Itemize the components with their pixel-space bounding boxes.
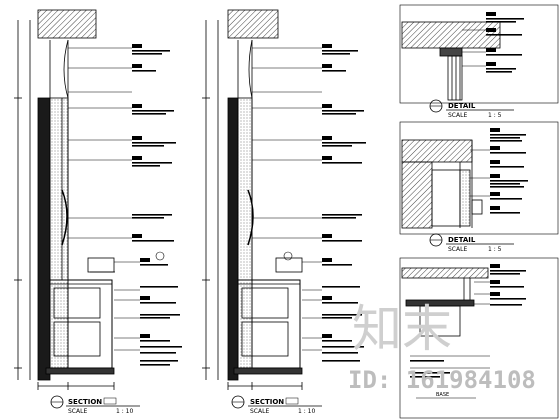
section-a-scale-ratio: 1 : 10 — [116, 408, 133, 415]
drawer-b-2 — [241, 321, 289, 357]
section-a-title-text: SECTION — [68, 398, 102, 406]
detail-2-scale-label: SCALE — [448, 246, 467, 253]
section-b-title: SECTION SCALE 1 : 10 — [231, 395, 322, 415]
detail-1-title: DETAIL SCALE 1 : 5 — [429, 99, 514, 119]
detail-1 — [399, 4, 559, 104]
plinth-a — [45, 367, 115, 375]
sink-b — [275, 257, 303, 273]
ceiling-slab-a — [37, 9, 97, 39]
watermark: 知末 ID: 161984108 — [348, 300, 536, 394]
drawer-a-1 — [53, 287, 101, 319]
detail-3-notes — [410, 264, 526, 378]
drawer-b-1 — [241, 287, 289, 319]
detail-2-title: DETAIL SCALE 1 : 5 — [429, 233, 514, 253]
section-b-scale-ratio: 1 : 10 — [298, 408, 315, 415]
section-a-notes — [132, 44, 182, 366]
detail-2-scale-ratio: 1 : 5 — [488, 246, 502, 253]
plinth-b — [233, 367, 303, 375]
sink-a — [87, 257, 115, 273]
detail-1-title-text: DETAIL — [448, 102, 476, 110]
ceiling-slab-b — [227, 9, 279, 39]
drawer-a-2 — [53, 321, 101, 357]
detail-2-notes — [490, 128, 528, 214]
section-b-title-text: SECTION — [250, 398, 284, 406]
callout-marker-a — [155, 251, 165, 261]
section-a-scale-label: SCALE — [68, 408, 87, 415]
detail-3-title: BASE — [416, 392, 476, 399]
section-a-title: SECTION SCALE 1 : 10 — [50, 395, 140, 415]
section-a-leaders — [68, 47, 140, 351]
watermark-id-text: ID: 161984108 — [348, 366, 536, 394]
wall-finish-b — [237, 97, 253, 369]
wall-a — [37, 97, 51, 381]
detail-2-title-text: DETAIL — [448, 236, 476, 244]
watermark-logo-text: 知末 — [352, 300, 452, 358]
detail-2-frame — [399, 121, 559, 235]
detail-2 — [399, 121, 559, 235]
detail-1-scale-label: SCALE — [448, 112, 467, 119]
section-b-notes — [322, 44, 366, 362]
wall-b — [227, 97, 239, 381]
detail-1-scale-ratio: 1 : 5 — [488, 112, 502, 119]
section-b-scale-label: SCALE — [250, 408, 269, 415]
section-b — [202, 9, 303, 390]
callout-marker-b — [283, 251, 293, 261]
detail-1-notes — [486, 12, 524, 73]
section-a — [14, 9, 115, 390]
detail-3 — [399, 257, 559, 419]
detail-3-title-text: BASE — [436, 392, 449, 398]
detail-3-frame — [399, 257, 559, 419]
detail-1-slab — [401, 21, 501, 49]
section-b-leaders — [252, 47, 322, 351]
detail-1-frame — [399, 4, 559, 104]
